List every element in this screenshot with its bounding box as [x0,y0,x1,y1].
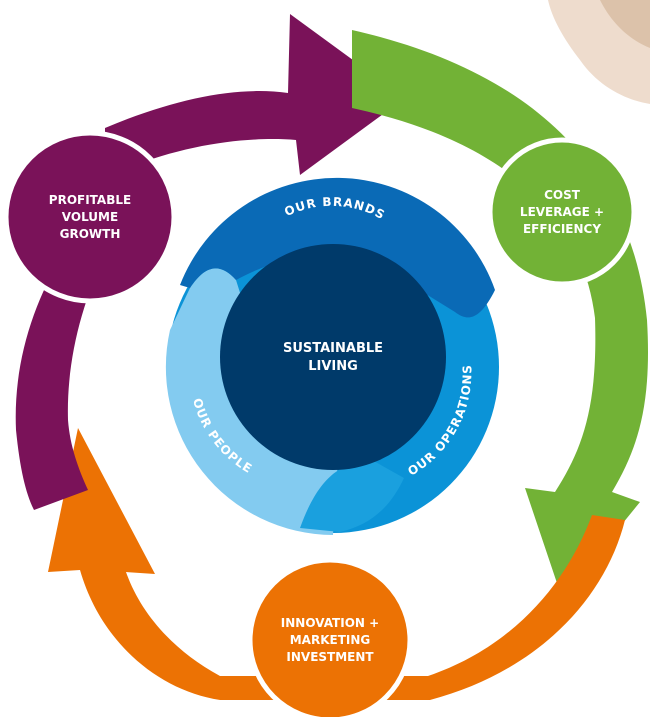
center-label-line: LIVING [308,359,358,374]
center-label: SUSTAINABLE LIVING [283,341,383,374]
photo-corner [548,0,650,104]
node-innovation: INNOVATION + MARKETING INVESTMENT [247,557,413,717]
node-circle-profitable [3,130,177,304]
node-cost: COST LEVERAGE + EFFICIENCY [487,137,637,287]
node-circle-innovation [247,557,413,717]
node-profitable: PROFITABLE VOLUME GROWTH [3,130,177,304]
node-circle-cost [487,137,637,287]
arrow-profitable-volume-growth [105,14,405,178]
center-hub: SUSTAINABLE LIVING [220,244,446,470]
center-label-line: SUSTAINABLE [283,341,383,356]
node-label-line: VOLUME [62,210,118,224]
node-label-line: GROWTH [60,227,121,241]
node-label-line: COST [544,188,581,202]
node-label-line: LEVERAGE + [520,205,604,219]
ring-segment-operations-highlight [300,460,404,532]
node-label-line: MARKETING [290,633,371,647]
node-label-line: PROFITABLE [49,193,131,207]
node-label-cost: COST LEVERAGE + EFFICIENCY [520,188,604,236]
node-label-line: EFFICIENCY [523,222,601,236]
node-label-line: INNOVATION + [281,616,379,630]
node-label-profitable: PROFITABLE VOLUME GROWTH [49,193,131,241]
outer-nodes: PROFITABLE VOLUME GROWTH COST LEVERAGE + EFFI… [3,130,637,717]
node-label-line: INVESTMENT [286,650,374,664]
node-label-innovation: INNOVATION + MARKETING INVESTMENT [281,616,379,664]
